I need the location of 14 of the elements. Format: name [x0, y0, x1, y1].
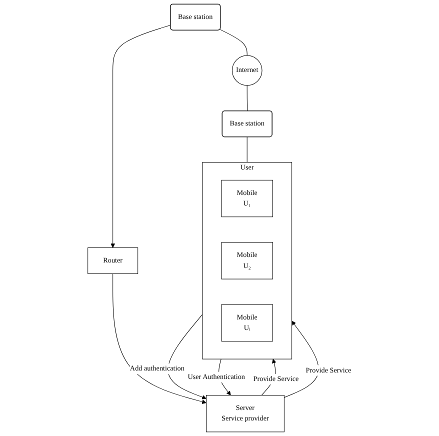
node-box [88, 247, 138, 274]
connector [246, 85, 248, 112]
node-box [221, 304, 273, 342]
node-box [221, 242, 273, 280]
node-box [206, 394, 284, 432]
connector [246, 136, 248, 163]
arrow [110, 24, 171, 248]
arrow [168, 314, 206, 400]
node-box [221, 180, 273, 218]
connector [220, 29, 248, 56]
arrow [284, 320, 319, 398]
arrow [112, 273, 206, 404]
cluster [202, 162, 292, 360]
node-circle [232, 55, 262, 86]
